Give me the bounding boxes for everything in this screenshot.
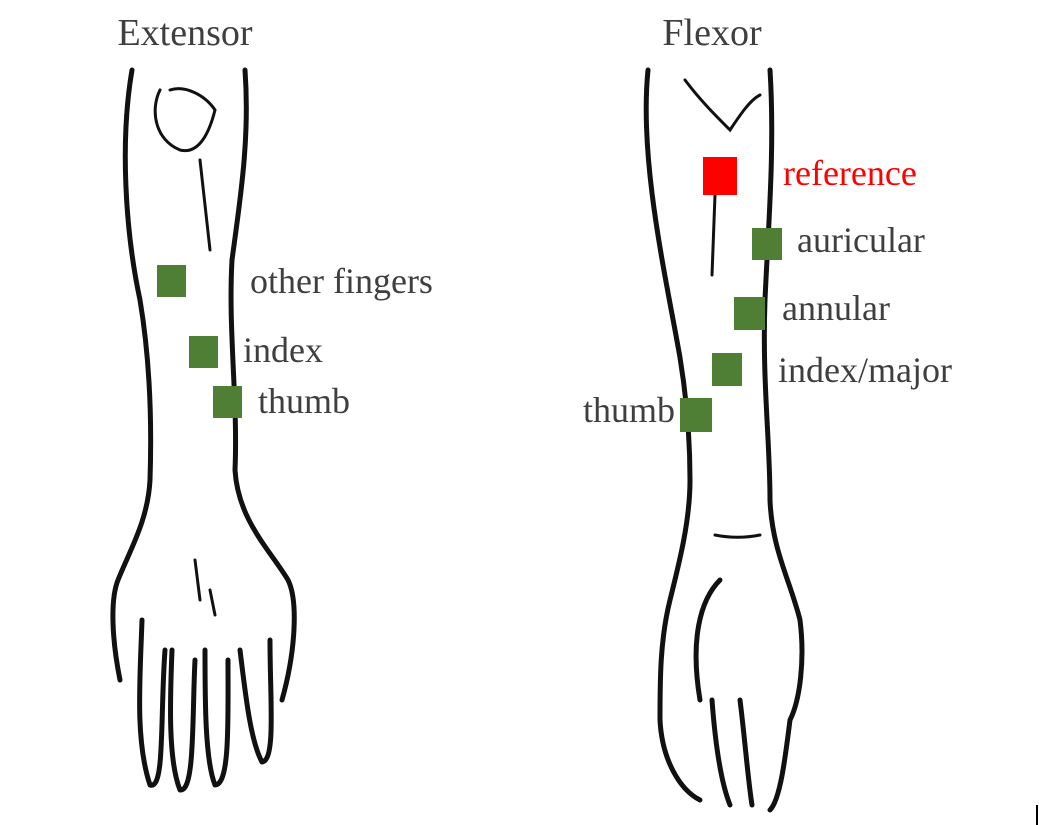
extensor-arm-drawing: [110, 67, 297, 793]
electrode-auricular: [752, 228, 782, 260]
electrode-index-major: [712, 353, 742, 386]
extensor-title: Extensor: [117, 12, 252, 54]
label-auricular: auricular: [797, 220, 925, 260]
label-other-fingers: other fingers: [250, 261, 433, 301]
label-thumb-extensor: thumb: [258, 381, 350, 421]
electrode-index: [189, 336, 218, 368]
label-annular: annular: [782, 288, 890, 328]
label-index: index: [243, 330, 323, 370]
electrode-other-fingers: [157, 265, 186, 297]
electrode-thumb-extensor: [213, 386, 242, 418]
reference-electrode: [703, 157, 737, 195]
label-reference: reference: [783, 153, 917, 193]
flexor-title: Flexor: [662, 12, 762, 54]
label-index-major: index/major: [778, 350, 952, 390]
electrode-annular: [734, 297, 765, 330]
label-thumb-flexor: thumb: [583, 390, 675, 430]
electrode-thumb-flexor: [680, 398, 712, 432]
